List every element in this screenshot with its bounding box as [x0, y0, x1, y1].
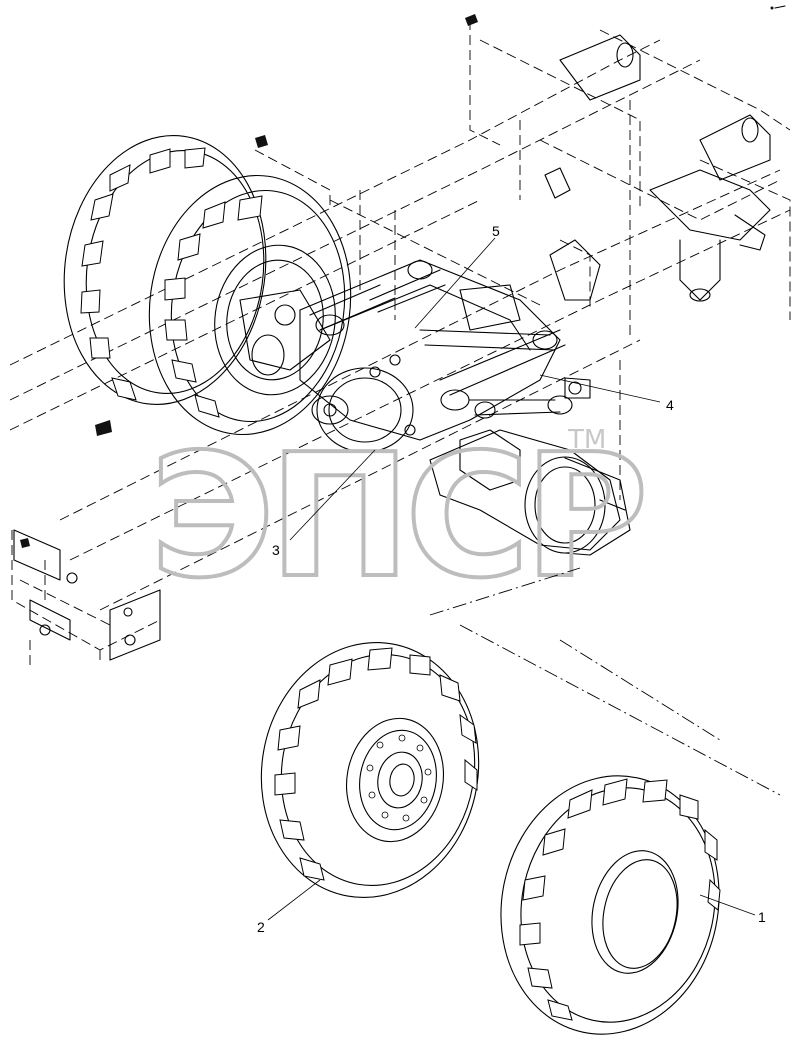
callout-label-5: 5 [492, 223, 500, 239]
callout-1: 1 [699, 894, 766, 925]
mounted-dual-wheel-inner [148, 174, 352, 436]
frame-bracket-top-right [255, 14, 771, 302]
watermark: ЭПСР TM [148, 416, 650, 618]
wheel-with-rim-2 [260, 642, 480, 898]
center-lines [429, 567, 781, 796]
tire-1 [500, 775, 721, 1035]
callout-label-3: 3 [272, 542, 280, 558]
axle-assembly [299, 259, 631, 556]
frame-bracket-bottom-left [13, 420, 161, 661]
callout-label-1: 1 [758, 909, 766, 925]
callout-label-4: 4 [666, 397, 674, 413]
callout-3: 3 [272, 449, 376, 558]
corner-mark [770, 5, 786, 10]
callout-4: 4 [539, 374, 674, 413]
callout-label-2: 2 [257, 919, 265, 935]
chassis-frame [9, 20, 791, 670]
watermark-trademark: TM [567, 425, 606, 455]
watermark-text: ЭПСР [150, 418, 642, 616]
callout-5: 5 [414, 223, 500, 329]
mounted-dual-wheel-outer [63, 135, 267, 405]
callout-2: 2 [257, 879, 321, 935]
